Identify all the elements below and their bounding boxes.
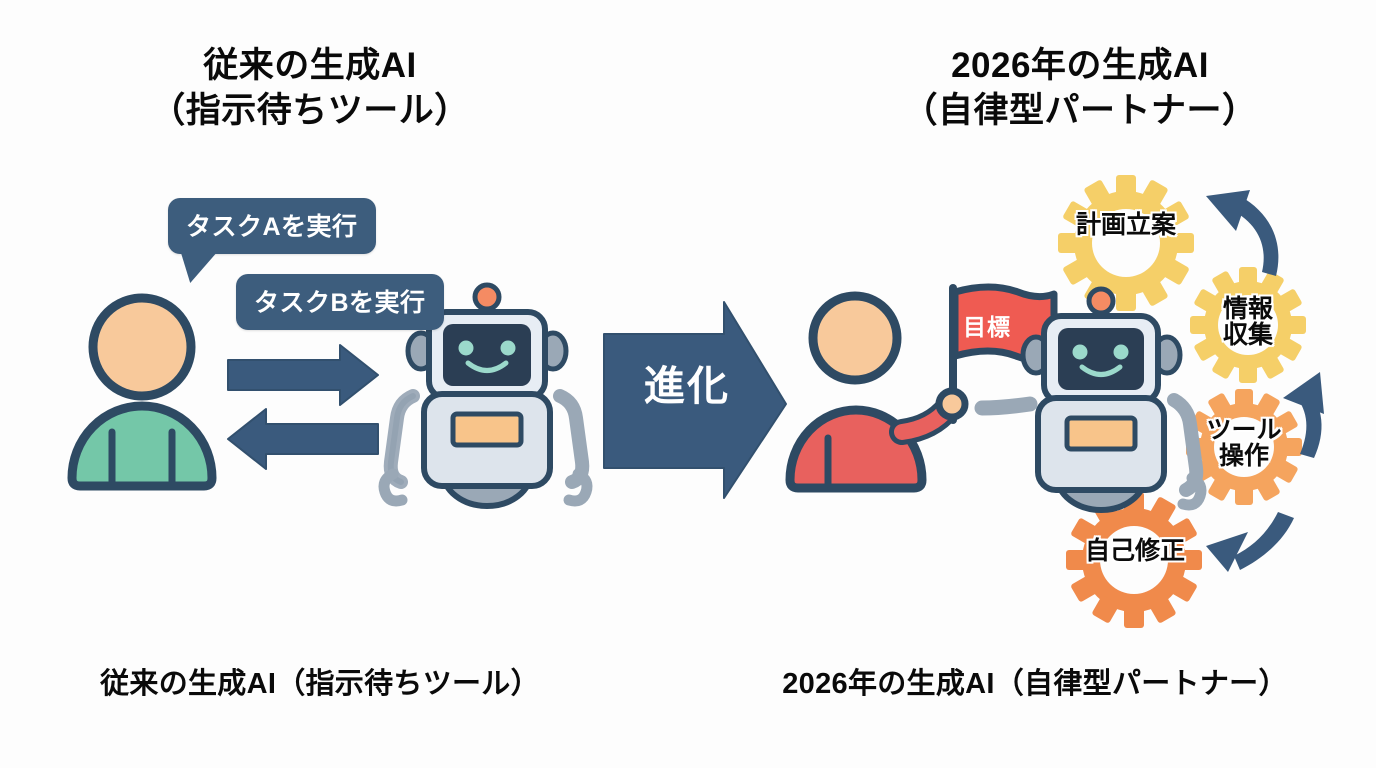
human-figure-right — [785, 283, 1058, 493]
gear-label-self-correct: 自己修正 — [1084, 537, 1185, 565]
speech-bubble-task-a: タスクAを実行 — [168, 198, 376, 254]
cycle-arrow-tool-to-info — [1283, 372, 1324, 458]
human-figure-left — [67, 293, 217, 491]
right-panel-title: 2026年の生成AI （自律型パートナー） — [902, 46, 1258, 130]
arrow-human-to-robot — [227, 344, 379, 406]
arrow-robot-to-human — [227, 408, 379, 470]
gear-label-tool: ツール 操作 — [1206, 416, 1282, 471]
cycle-arrow-tool-to-fix — [1206, 512, 1294, 572]
robot-figure-right — [974, 286, 1207, 513]
right-panel-caption: 2026年の生成AI（自律型パートナー） — [782, 668, 1288, 700]
gear-info — [1190, 267, 1306, 383]
gear-plan — [1058, 175, 1194, 311]
gear-self-correct — [1066, 492, 1202, 628]
flag-label-goal: 目標 — [963, 314, 1011, 340]
gear-label-plan: 計画立案 — [1075, 211, 1176, 239]
evolution-arrow-label: 進化 — [644, 363, 730, 409]
cycle-arrow-info-to-plan — [1206, 190, 1279, 276]
gear-label-info: 情報 収集 — [1222, 295, 1273, 350]
robot-figure-left — [378, 282, 593, 509]
speech-bubble-task-b: タスクBを実行 — [236, 274, 444, 330]
left-panel-title: 従来の生成AI （指示待ちツール） — [150, 46, 470, 130]
left-panel-caption: 従来の生成AI（指示待ちツール） — [100, 668, 540, 700]
